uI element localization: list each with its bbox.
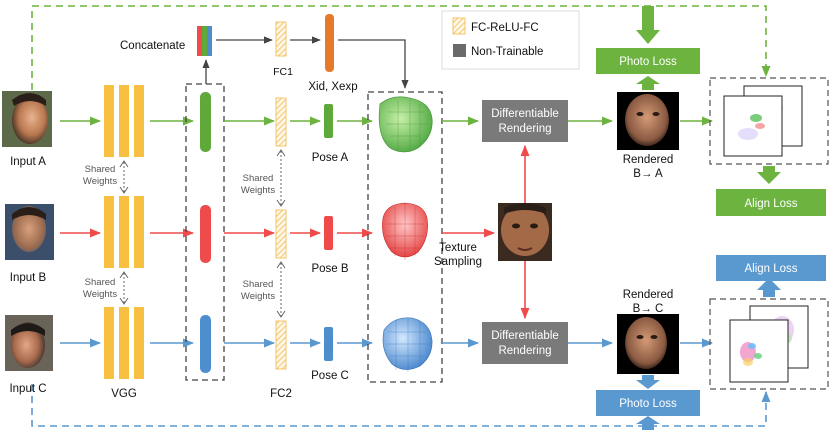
photo-loss-top-arrow-up	[636, 76, 660, 90]
shared-weights-3-line1: Shared	[243, 173, 274, 184]
feature-bar-c	[200, 315, 211, 373]
diff-rendering-a-line1: Differentiable	[491, 108, 559, 120]
pose-a-label: Pose A	[312, 152, 349, 164]
shared-weights-1-line1: Shared	[85, 164, 116, 175]
top-feedback-loop	[31, 5, 771, 90]
bottom-feedback-loop	[31, 384, 771, 427]
diff-rendering-c-line2: Rendering	[498, 345, 551, 357]
pose-b-label: Pose B	[311, 263, 348, 275]
diff-rendering-box-a	[482, 100, 568, 142]
feature-group-box	[185, 83, 225, 381]
texture-label-line1: Texture	[439, 242, 477, 254]
align-loss-box-top	[716, 189, 826, 216]
align-loss-box-bottom	[716, 255, 826, 281]
flow-group-bottom	[709, 298, 829, 390]
photo-loss-top-arrow	[636, 6, 660, 44]
feature-bar-b	[200, 205, 211, 263]
align-loss-top-label: Align Loss	[744, 198, 797, 210]
rendered-b-to-a-image	[617, 92, 679, 150]
vgg-block-a	[104, 85, 144, 157]
pose-bar-c	[324, 327, 333, 361]
input-c-label: Input C	[9, 383, 46, 395]
fc2-block-b	[275, 209, 287, 259]
legend-nontrainable-swatch	[453, 44, 466, 57]
texture-image	[498, 203, 552, 261]
fc1-block	[275, 21, 287, 57]
input-c-photo	[5, 315, 53, 371]
shared-weights-3-line2: Weights	[241, 185, 275, 196]
align-loss-top-arrow	[757, 166, 781, 184]
vgg-block-c	[104, 307, 144, 379]
shared-weights-2-line2: Weights	[83, 289, 117, 300]
photo-loss-box-bottom	[596, 390, 700, 416]
legend-nontrainable-label: Non-Trainable	[471, 46, 543, 58]
fc1-label: FC1	[273, 66, 293, 78]
shared-weights-4-line2: Weights	[241, 291, 275, 302]
align-loss-bottom-label: Align Loss	[744, 263, 797, 275]
diff-rendering-c-line1: Differentiable	[491, 330, 559, 342]
texture-label-line2: Sampling	[434, 256, 482, 268]
diff-rendering-a-line2: Rendering	[498, 123, 551, 135]
pose-bar-a	[324, 104, 333, 138]
photo-loss-bottom-arrow-up	[636, 416, 660, 430]
legend-fc-swatch	[452, 17, 466, 35]
input-b-label: Input B	[10, 272, 47, 284]
mesh-red	[382, 202, 428, 260]
input-a-label: Input A	[10, 156, 46, 168]
photo-loss-bottom-label: Photo Loss	[619, 398, 677, 410]
fc2-block-c	[275, 320, 287, 370]
vgg-label: VGG	[111, 388, 137, 400]
xid-xexp-label: Xid, Xexp	[308, 81, 357, 93]
mesh-group-box	[367, 91, 443, 383]
rendered-a-label-line1: Rendered	[623, 154, 674, 166]
shared-weights-1-line2: Weights	[83, 176, 117, 187]
photo-loss-bottom-arrow	[636, 375, 660, 389]
input-b-photo	[5, 204, 54, 260]
rendered-c-label-line2: B→ C	[633, 303, 664, 315]
photo-loss-top-label: Photo Loss	[619, 56, 677, 68]
align-loss-bottom-arrow	[757, 278, 781, 297]
xid-xexp-bar	[325, 14, 334, 72]
legend: FC-ReLU-FC Non-Trainable	[441, 10, 580, 70]
mesh-green	[378, 96, 433, 153]
concatenate-block	[197, 26, 212, 56]
shared-weights-4-line1: Shared	[243, 279, 274, 290]
arrow-xid-to-meshes	[338, 39, 409, 89]
mesh-blue	[382, 317, 433, 372]
legend-fc-label: FC-ReLU-FC	[471, 22, 539, 34]
flow-group-top	[709, 77, 829, 165]
pose-bar-b	[324, 216, 333, 250]
concatenate-label: Concatenate	[120, 40, 185, 52]
fc2-label: FC2	[270, 388, 292, 400]
flow-map-top	[723, 85, 803, 157]
input-a-photo	[2, 91, 52, 147]
shared-weights-2-line1: Shared	[85, 277, 116, 288]
pose-c-label: Pose C	[311, 370, 349, 382]
rendered-c-label-line1: Rendered	[623, 289, 674, 301]
diff-rendering-box-c	[482, 322, 568, 364]
rendered-a-label-line2: B→ A	[633, 168, 663, 180]
photo-loss-box-top	[596, 48, 700, 74]
fc2-block-a	[275, 97, 287, 147]
flow-map-bottom	[729, 305, 809, 383]
rendered-b-to-c-image	[617, 314, 679, 374]
vgg-block-b	[104, 196, 144, 268]
feature-bar-a	[200, 92, 211, 152]
